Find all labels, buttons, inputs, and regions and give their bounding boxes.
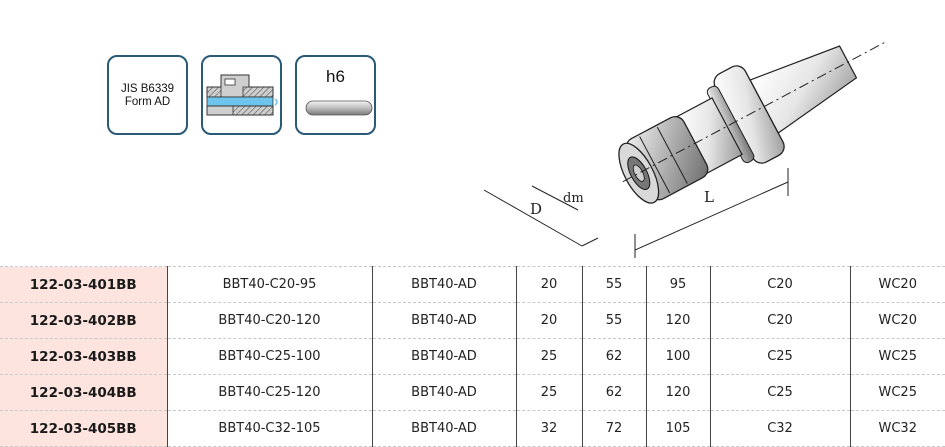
order-code-cell: 122-03-405BB: [0, 410, 167, 447]
model-cell: BBT40-C20-95: [166, 266, 372, 303]
l-cell: 120: [645, 374, 710, 411]
standard-line-2: Form AD: [124, 96, 171, 108]
dim-label-L: L: [704, 188, 714, 206]
table-row: 122-03-403BB BBT40-C25-100 BBT40-AD 25 6…: [0, 338, 945, 375]
wrench-cell: WC32: [849, 410, 945, 447]
type-cell: BBT40-AD: [371, 302, 516, 339]
order-code-cell: 122-03-404BB: [0, 374, 167, 411]
l-cell: 120: [645, 302, 710, 339]
coolant-flow-icon: [206, 74, 278, 116]
l-cell: 105: [645, 410, 710, 447]
tolerance-label: h6: [326, 67, 345, 86]
type-cell: BBT40-AD: [371, 410, 516, 447]
coolant-badge: [201, 55, 282, 135]
d-cell: 55: [581, 266, 646, 303]
dm-cell: 25: [515, 374, 582, 411]
type-cell: BBT40-AD: [371, 374, 516, 411]
model-cell: BBT40-C32-105: [166, 410, 372, 447]
model-cell: BBT40-C25-100: [166, 338, 372, 375]
l-cell: 95: [645, 266, 710, 303]
d-cell: 62: [581, 374, 646, 411]
order-code-cell: 122-03-403BB: [0, 338, 167, 375]
type-cell: BBT40-AD: [371, 338, 516, 375]
dim-label-dm: dm: [563, 191, 584, 206]
wrench-cell: WC20: [849, 302, 945, 339]
spec-table: 122-03-401BB BBT40-C20-95 BBT40-AD 20 55…: [0, 266, 945, 447]
tool-holder-body: [618, 40, 888, 204]
standard-badge: JIS B6339 Form AD: [107, 55, 188, 135]
order-code-cell: 122-03-401BB: [0, 266, 167, 303]
tool-holder-drawing: D dm L: [483, 40, 888, 258]
standard-label: JIS B6339 Form AD: [109, 83, 186, 109]
l-cell: 100: [645, 338, 710, 375]
wrench-cell: WC25: [849, 338, 945, 375]
table-row: 122-03-402BB BBT40-C20-120 BBT40-AD 20 5…: [0, 302, 945, 339]
d-cell: 62: [581, 338, 646, 375]
type-cell: BBT40-AD: [371, 266, 516, 303]
dim-label-D: D: [530, 200, 542, 218]
collet-cell: C25: [709, 338, 850, 375]
d-cell: 72: [581, 410, 646, 447]
tolerance-badge: h6: [295, 55, 376, 135]
d-cell: 55: [581, 302, 646, 339]
dm-cell: 20: [515, 266, 582, 303]
collet-cell: C32: [709, 410, 850, 447]
dimension-lines: [483, 168, 789, 258]
standard-line-1: JIS B6339: [120, 83, 175, 95]
dm-cell: 25: [515, 338, 582, 375]
collet-cell: C20: [709, 302, 850, 339]
table-row: 122-03-405BB BBT40-C32-105 BBT40-AD 32 7…: [0, 410, 945, 447]
dm-cell: 32: [515, 410, 582, 447]
collet-cell: C20: [709, 266, 850, 303]
order-code-cell: 122-03-402BB: [0, 302, 167, 339]
wrench-cell: WC20: [849, 266, 945, 303]
model-cell: BBT40-C20-120: [166, 302, 372, 339]
table-row: 122-03-401BB BBT40-C20-95 BBT40-AD 20 55…: [0, 266, 945, 303]
shank-rod-icon: [305, 100, 373, 116]
wrench-cell: WC25: [849, 374, 945, 411]
model-cell: BBT40-C25-120: [166, 374, 372, 411]
table-row: 122-03-404BB BBT40-C25-120 BBT40-AD 25 6…: [0, 374, 945, 411]
collet-cell: C25: [709, 374, 850, 411]
dm-cell: 20: [515, 302, 582, 339]
